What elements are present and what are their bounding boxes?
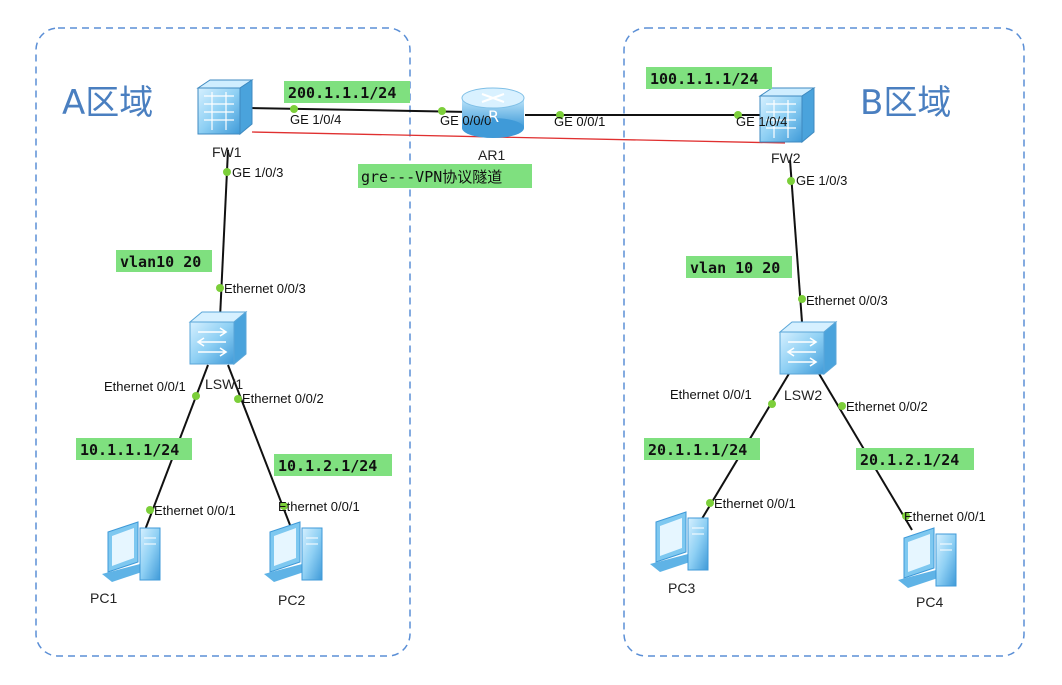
port-dots — [146, 105, 910, 520]
port-label-fw2-ge104: GE 1/0/4 — [736, 114, 787, 129]
pc-icon-pc4[interactable] — [898, 527, 957, 588]
fw2-ip-highlight — [646, 67, 772, 89]
svg-text:R: R — [488, 107, 499, 126]
ar1-label: AR1 — [478, 147, 505, 163]
fw1-ip-label: 200.1.1.1/24 — [288, 84, 396, 102]
pc2-ip-highlight — [274, 454, 392, 476]
pc3-label: PC3 — [668, 580, 695, 596]
vlan-b-label: vlan 10 20 — [690, 259, 780, 277]
pc1-ip-highlight — [76, 438, 192, 460]
port-label-pc1-e001: Ethernet 0/0/1 — [154, 503, 236, 518]
port-label-lsw1-e001: Ethernet 0/0/1 — [104, 379, 186, 394]
pc3-ip-label: 20.1.1.1/24 — [648, 441, 747, 459]
link-lsw1-pc2 — [227, 364, 291, 526]
pc4-label: PC4 — [916, 594, 943, 610]
pc4-ip-label: 20.1.2.1/24 — [860, 451, 959, 469]
port-label-pc2-e001: Ethernet 0/0/1 — [278, 499, 360, 514]
zone-b-title: B区域 — [860, 83, 951, 123]
gre-tunnel-link — [251, 131, 786, 144]
fw2-label: FW2 — [771, 150, 801, 166]
lsw1-label: LSW1 — [205, 376, 243, 392]
pc2-ip-label: 10.1.2.1/24 — [278, 457, 377, 475]
vlan-b-highlight — [686, 256, 792, 278]
vlan-a-highlight — [116, 250, 212, 272]
switch-icon-lsw2[interactable] — [778, 320, 838, 376]
pc4-ip-highlight — [856, 448, 974, 470]
port-label-ar1-ge000: GE 0/0/0 — [440, 113, 491, 128]
fw2-ip-label: 100.1.1.1/24 — [650, 70, 758, 88]
router-icon-ar1[interactable]: R — [461, 87, 525, 138]
lsw2-label: LSW2 — [784, 387, 822, 403]
pc-icon-pc3[interactable] — [650, 511, 709, 572]
port-label-lsw2-e001: Ethernet 0/0/1 — [670, 387, 752, 402]
port-label-fw1-ge103: GE 1/0/3 — [232, 165, 283, 180]
port-label-fw2-ge103: GE 1/0/3 — [796, 173, 847, 188]
link-fw2-lsw2 — [789, 159, 803, 323]
port-label-lsw2-e002: Ethernet 0/0/2 — [846, 399, 928, 414]
pc2-label: PC2 — [278, 592, 305, 608]
firewall-icon-fw1[interactable] — [196, 79, 254, 136]
fw1-ip-highlight — [284, 81, 410, 103]
switch-icon-lsw1[interactable] — [188, 310, 248, 366]
zone-a-title: A区域 — [62, 83, 153, 123]
pc-icon-pc1[interactable] — [102, 521, 161, 582]
pc1-label: PC1 — [90, 590, 117, 606]
tunnel-highlight — [358, 164, 532, 188]
pc1-ip-label: 10.1.1.1/24 — [80, 441, 179, 459]
pc3-ip-highlight — [644, 438, 760, 460]
pc-icon-pc2[interactable] — [264, 521, 323, 582]
port-label-lsw2-e003: Ethernet 0/0/3 — [806, 293, 888, 308]
fw1-label: FW1 — [212, 144, 242, 160]
vlan-a-label: vlan10 20 — [120, 253, 201, 271]
firewall-icon-fw2[interactable] — [758, 87, 816, 144]
port-label-pc4-e001: Ethernet 0/0/1 — [904, 509, 986, 524]
tunnel-label: gre---VPN协议隧道 — [361, 168, 502, 186]
port-label-lsw1-e003: Ethernet 0/0/3 — [224, 281, 306, 296]
port-label-lsw1-e002: Ethernet 0/0/2 — [242, 391, 324, 406]
link-fw1-ar1 — [249, 107, 471, 113]
port-label-ar1-ge001: GE 0/0/1 — [554, 114, 605, 129]
port-label-fw1-ge104: GE 1/0/4 — [290, 112, 341, 127]
port-label-pc3-e001: Ethernet 0/0/1 — [714, 496, 796, 511]
